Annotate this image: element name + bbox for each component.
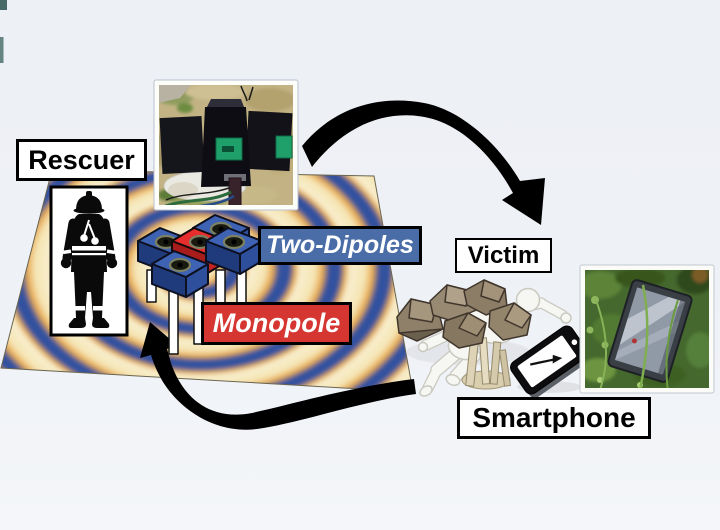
rescuer-label: Rescuer [16, 139, 147, 181]
curved-arrow-top [302, 100, 545, 225]
screen-arrow-icon [529, 354, 563, 366]
buried-victim-scene [396, 279, 572, 397]
smartphone-grass-photo [579, 264, 715, 394]
curved-arrow-bottom [140, 322, 416, 430]
monopole-label: Monopole [201, 302, 352, 345]
firefighter-silhouette-icon [60, 191, 118, 328]
rescuer-figure-box [49, 185, 129, 337]
antenna-array-3d [137, 214, 263, 355]
two-dipoles-label: Two-Dipoles [258, 226, 422, 265]
victim-label: Victim [455, 238, 552, 273]
smartphone-illustration [510, 325, 590, 398]
antenna-field-photo [153, 79, 299, 211]
rubble-rocks [396, 279, 532, 349]
image-edge-artifacts [0, 0, 7, 63]
debris-planks [461, 337, 512, 390]
array-legs [146, 261, 247, 355]
smartphone-label: Smartphone [457, 397, 651, 439]
